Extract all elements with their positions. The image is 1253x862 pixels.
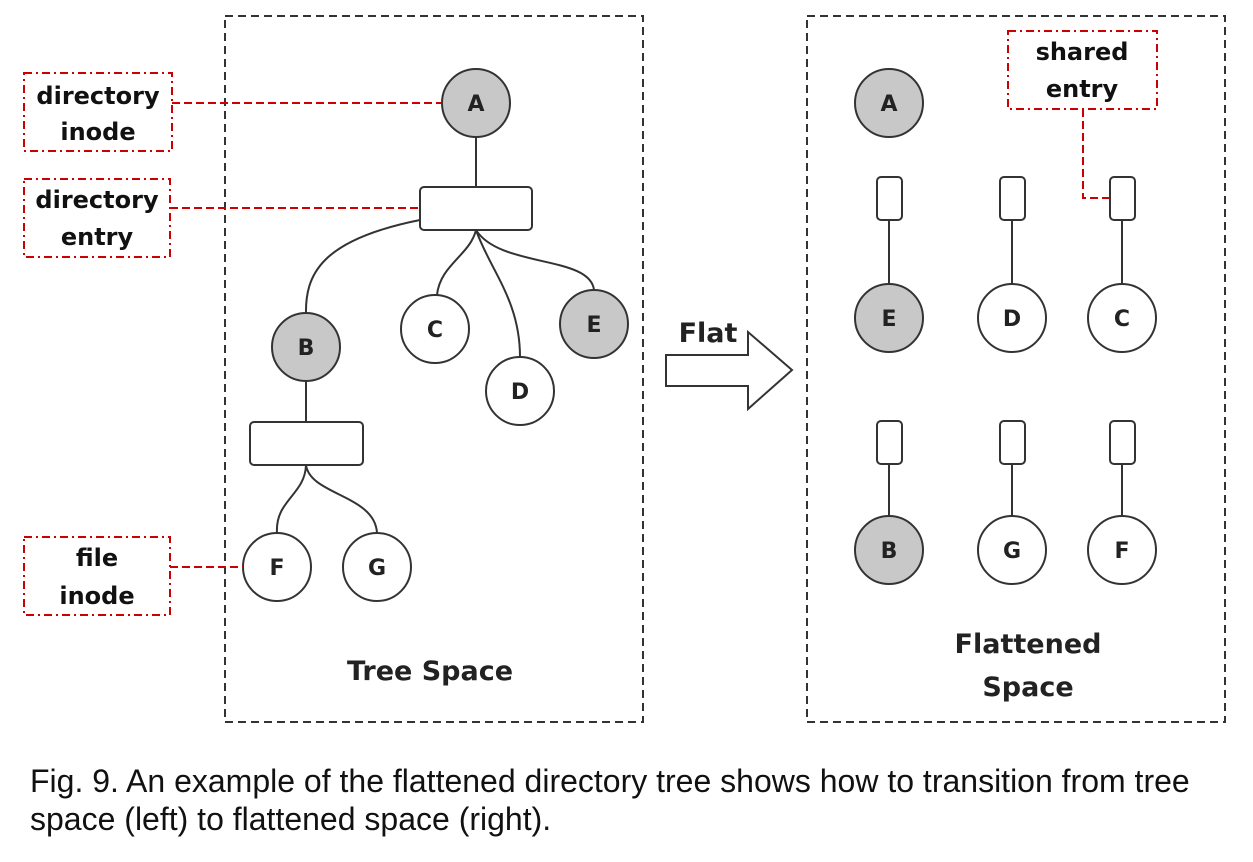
flat-node-f: F: [1087, 420, 1157, 585]
node-label: B: [298, 336, 315, 361]
entry-box: [876, 420, 903, 465]
node-label: C: [427, 318, 443, 343]
edge-entry-to-b: [304, 219, 421, 316]
node-label: D: [511, 380, 529, 405]
tree-space-panel: [224, 15, 644, 723]
flat-node-d: D: [977, 176, 1047, 353]
callout-line: inode: [59, 582, 134, 610]
flat-node-e: E: [854, 176, 924, 353]
callout-line: entry: [61, 223, 134, 251]
tree-node-e: E: [559, 289, 629, 359]
tree-space-title: Tree Space: [347, 656, 513, 687]
node-label: E: [881, 307, 896, 332]
callout-line: directory: [35, 186, 159, 214]
node-label: A: [880, 92, 897, 117]
tree-node-b: B: [271, 312, 341, 382]
callout-line: entry: [1046, 75, 1119, 103]
callout-directory-entry: directory entry: [23, 178, 420, 258]
figure-caption: Fig. 9. An example of the flattened dire…: [30, 763, 1190, 837]
callout-line: inode: [60, 118, 135, 146]
callout-line: shared: [1036, 38, 1129, 66]
entry-box: [1109, 176, 1136, 221]
node-label: F: [269, 556, 284, 581]
node-label: A: [467, 92, 484, 117]
edge-entry-to-c: [436, 229, 477, 296]
callout-directory-inode: directory inode: [23, 72, 442, 152]
flattened-directory-tree-diagram: A B C D E F G Tree Space directory inode…: [23, 15, 1226, 723]
tree-node-g: G: [342, 532, 412, 602]
flat-node-g: G: [977, 420, 1047, 585]
edge-entry-to-g: [305, 464, 378, 534]
flattened-space-panel: [806, 15, 1226, 723]
edge-entry-to-e: [475, 229, 595, 291]
entry-box: [999, 176, 1026, 221]
flat-node-b: B: [854, 420, 924, 585]
entry-box: [1109, 420, 1136, 465]
entry-box: [999, 420, 1026, 465]
directory-entry-b: [249, 421, 364, 466]
entry-box: [876, 176, 903, 221]
node-label: E: [586, 313, 601, 338]
flat-arrow-label: Flat: [679, 318, 738, 349]
edge-entry-to-f: [275, 464, 307, 534]
directory-entry-a: [419, 186, 533, 231]
flat-node-a: A: [854, 68, 924, 138]
node-label: F: [1114, 539, 1129, 564]
tree-node-f: F: [242, 532, 312, 602]
tree-node-a: A: [441, 68, 511, 138]
node-label: G: [1003, 539, 1021, 564]
flat-node-c: C: [1087, 176, 1157, 353]
callout-line: file: [76, 544, 118, 572]
node-label: G: [368, 556, 386, 581]
edge-entry-to-d: [475, 229, 521, 358]
node-label: D: [1003, 307, 1021, 332]
tree-edges: [275, 137, 595, 534]
callout-file-inode: file inode: [23, 536, 243, 616]
callout-shared-entry: shared entry: [1007, 30, 1158, 199]
node-label: C: [1114, 307, 1130, 332]
tree-node-c: C: [400, 294, 470, 364]
flattened-space-title-line2: Space: [982, 672, 1073, 703]
callout-line: directory: [36, 82, 160, 110]
node-label: B: [881, 539, 898, 564]
tree-node-d: D: [485, 356, 555, 426]
flattened-space-title-line1: Flattened: [955, 629, 1102, 660]
flat-arrow: Flat: [665, 318, 794, 412]
